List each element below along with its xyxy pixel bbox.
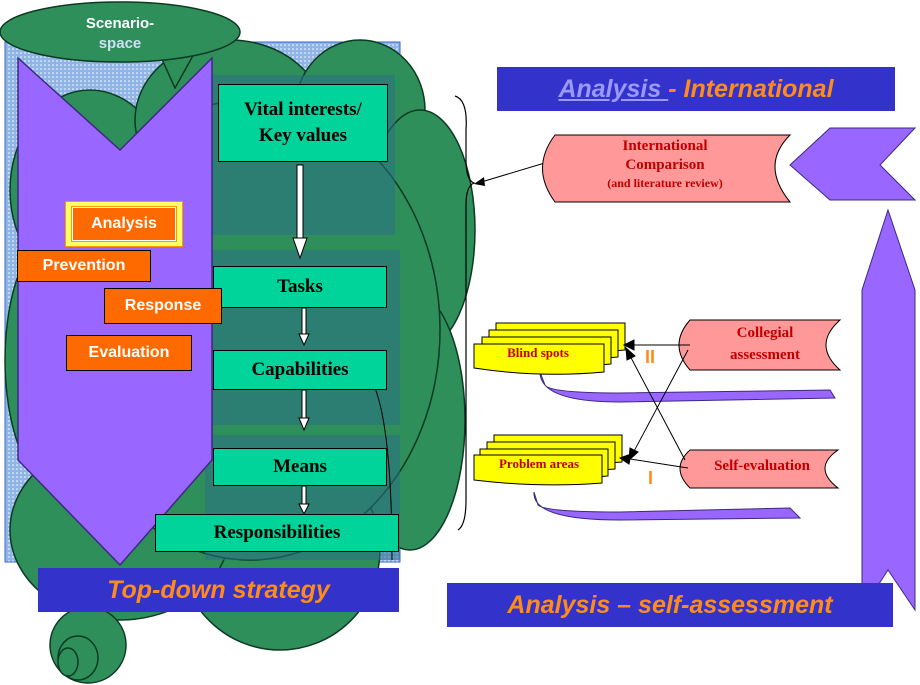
vital-line1: Vital interests/ (244, 99, 362, 120)
blind-spots-label: Blind spots (507, 345, 569, 360)
self-evaluation-shape (679, 449, 840, 489)
roman-two: II (645, 347, 656, 367)
scenario-line1: Scenario- (85, 15, 155, 32)
tasks-box: Tasks (213, 266, 387, 308)
intl-line1: International (622, 138, 708, 154)
self-evaluation-text: Self-evaluation (714, 458, 810, 474)
blind-spots-stack (473, 322, 626, 375)
capabilities-label: Capabilities (251, 359, 349, 380)
scenario-callout-bubble (0, 1, 241, 63)
problem-areas-label: Problem areas (498, 456, 580, 471)
responsibilities-box: Responsibilities (155, 514, 399, 552)
cross-arrows (618, 339, 690, 469)
response-text: Response (124, 297, 202, 314)
tasks-label: Tasks (277, 276, 323, 297)
purple-left-arrow (789, 127, 917, 201)
prevention-label: Prevention (17, 250, 151, 282)
top-down-strategy-banner: Top-down strategy (38, 568, 399, 612)
top-down-text: Top-down strategy (107, 575, 330, 604)
evaluation-label: Evaluation (66, 335, 192, 371)
intl-line3: (and literature review) (607, 176, 723, 190)
responsibilities-label: Responsibilities (213, 522, 341, 543)
means-label: Means (273, 456, 327, 477)
intl-prefix: Analysis (558, 74, 669, 103)
scenario-line2: space (98, 35, 142, 52)
analysis-self-assessment-banner: Analysis – self-assessment (447, 583, 893, 627)
prevention-text: Prevention (42, 257, 126, 274)
flow-arrows (292, 164, 310, 516)
intl-arrow-head (474, 177, 485, 186)
capabilities-box: Capabilities (213, 350, 387, 390)
purple-up-arrow (861, 208, 916, 612)
intl-arrow-line (477, 161, 549, 184)
international-shape (542, 134, 792, 203)
international-comparison-text: International Comparison (and literature… (565, 137, 765, 191)
analysis-text: Analysis (91, 215, 157, 232)
collegial-assessment-text: Collegial assessment (690, 322, 840, 366)
vital-interests-box: Vital interests/ Key values (218, 84, 388, 162)
collegial-shape (678, 319, 842, 371)
scenario-label: Scenario- space (40, 12, 200, 56)
collegial-line1: Collegial (736, 325, 794, 341)
problem-areas-stack (473, 434, 623, 486)
intl-suffix: International (683, 74, 834, 103)
thought-bubble-small (57, 647, 79, 677)
analysis-frame: Analysis (65, 201, 183, 247)
evaluation-text: Evaluation (88, 344, 170, 361)
collegial-line2: assessment (730, 347, 800, 363)
intl-line2: Comparison (625, 157, 705, 173)
response-label: Response (104, 288, 222, 324)
vital-line2: Key values (258, 125, 348, 146)
purple-curve-arrow-lower (533, 491, 802, 521)
analysis-international-banner: Analysis - International (497, 67, 895, 111)
roman-one: I (648, 468, 654, 488)
purple-curve-arrow-upper (539, 371, 836, 403)
means-box: Means (213, 448, 387, 486)
curly-brace (454, 95, 476, 531)
intl-dash: - (668, 74, 684, 103)
self-assessment-text: Analysis – self-assessment (507, 590, 833, 619)
analysis-label: Analysis (71, 206, 177, 242)
